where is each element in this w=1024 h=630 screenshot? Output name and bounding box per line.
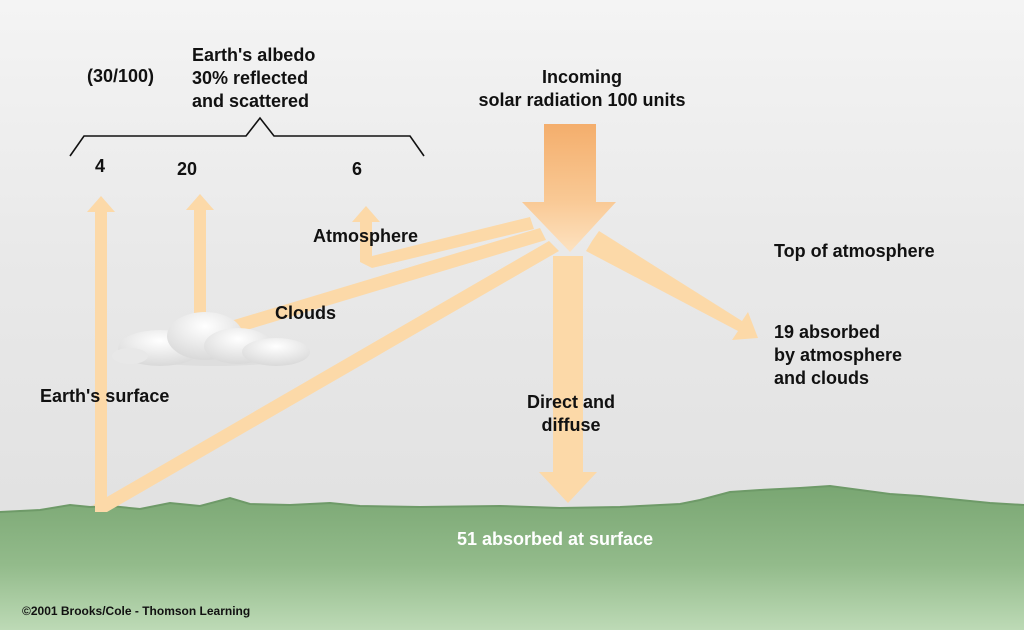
cloud-shape [112,312,310,366]
albedo-surface-value: 4 [95,156,106,176]
incoming-solar-arrow [522,124,616,252]
direct-diffuse-arrow [539,256,597,503]
absorbed-atmosphere-line2: by atmosphere [774,345,903,365]
absorbed-surface-label: 51 absorbed at surface [457,529,654,549]
earth-surface-label: Earth's surface [40,386,170,406]
incoming-label-line1: Incoming [542,67,622,87]
surface-reflection-diagonal-arrow [93,241,559,512]
albedo-title-line3: and scattered [192,91,310,111]
absorbed-atmosphere-arrow [586,231,758,340]
copyright-text: ©2001 Brooks/Cole - Thomson Learning [22,604,251,618]
albedo-title-line2: 30% reflected [192,68,309,88]
ground [0,486,1024,630]
top-of-atmosphere-label: Top of atmosphere [774,241,935,261]
surface-reflection-vertical-arrow [87,196,115,512]
clouds-label: Clouds [275,303,336,323]
albedo-bracket [69,116,425,157]
albedo-title-line1: Earth's albedo [192,45,316,65]
ground-ridge-line [0,484,1024,513]
absorbed-atmosphere-line3: and clouds [774,368,870,388]
atmosphere-label: Atmosphere [313,226,419,246]
albedo-fraction-label: (30/100) [87,66,155,86]
albedo-clouds-value: 20 [177,159,198,179]
clouds-reflection-diagonal-arrow [214,228,546,338]
clouds-reflection-vertical-arrow [186,194,214,330]
atmosphere-reflection-diagonal-arrow [360,217,534,268]
direct-diffuse-line1: Direct and [526,392,616,412]
incoming-label-line2: solar radiation 100 units [478,90,686,110]
absorbed-atmosphere-line1: 19 absorbed [774,322,881,342]
albedo-atmosphere-value: 6 [352,159,363,179]
atmosphere-reflection-vertical-arrow [352,206,380,262]
direct-diffuse-line2: diffuse [541,415,601,435]
